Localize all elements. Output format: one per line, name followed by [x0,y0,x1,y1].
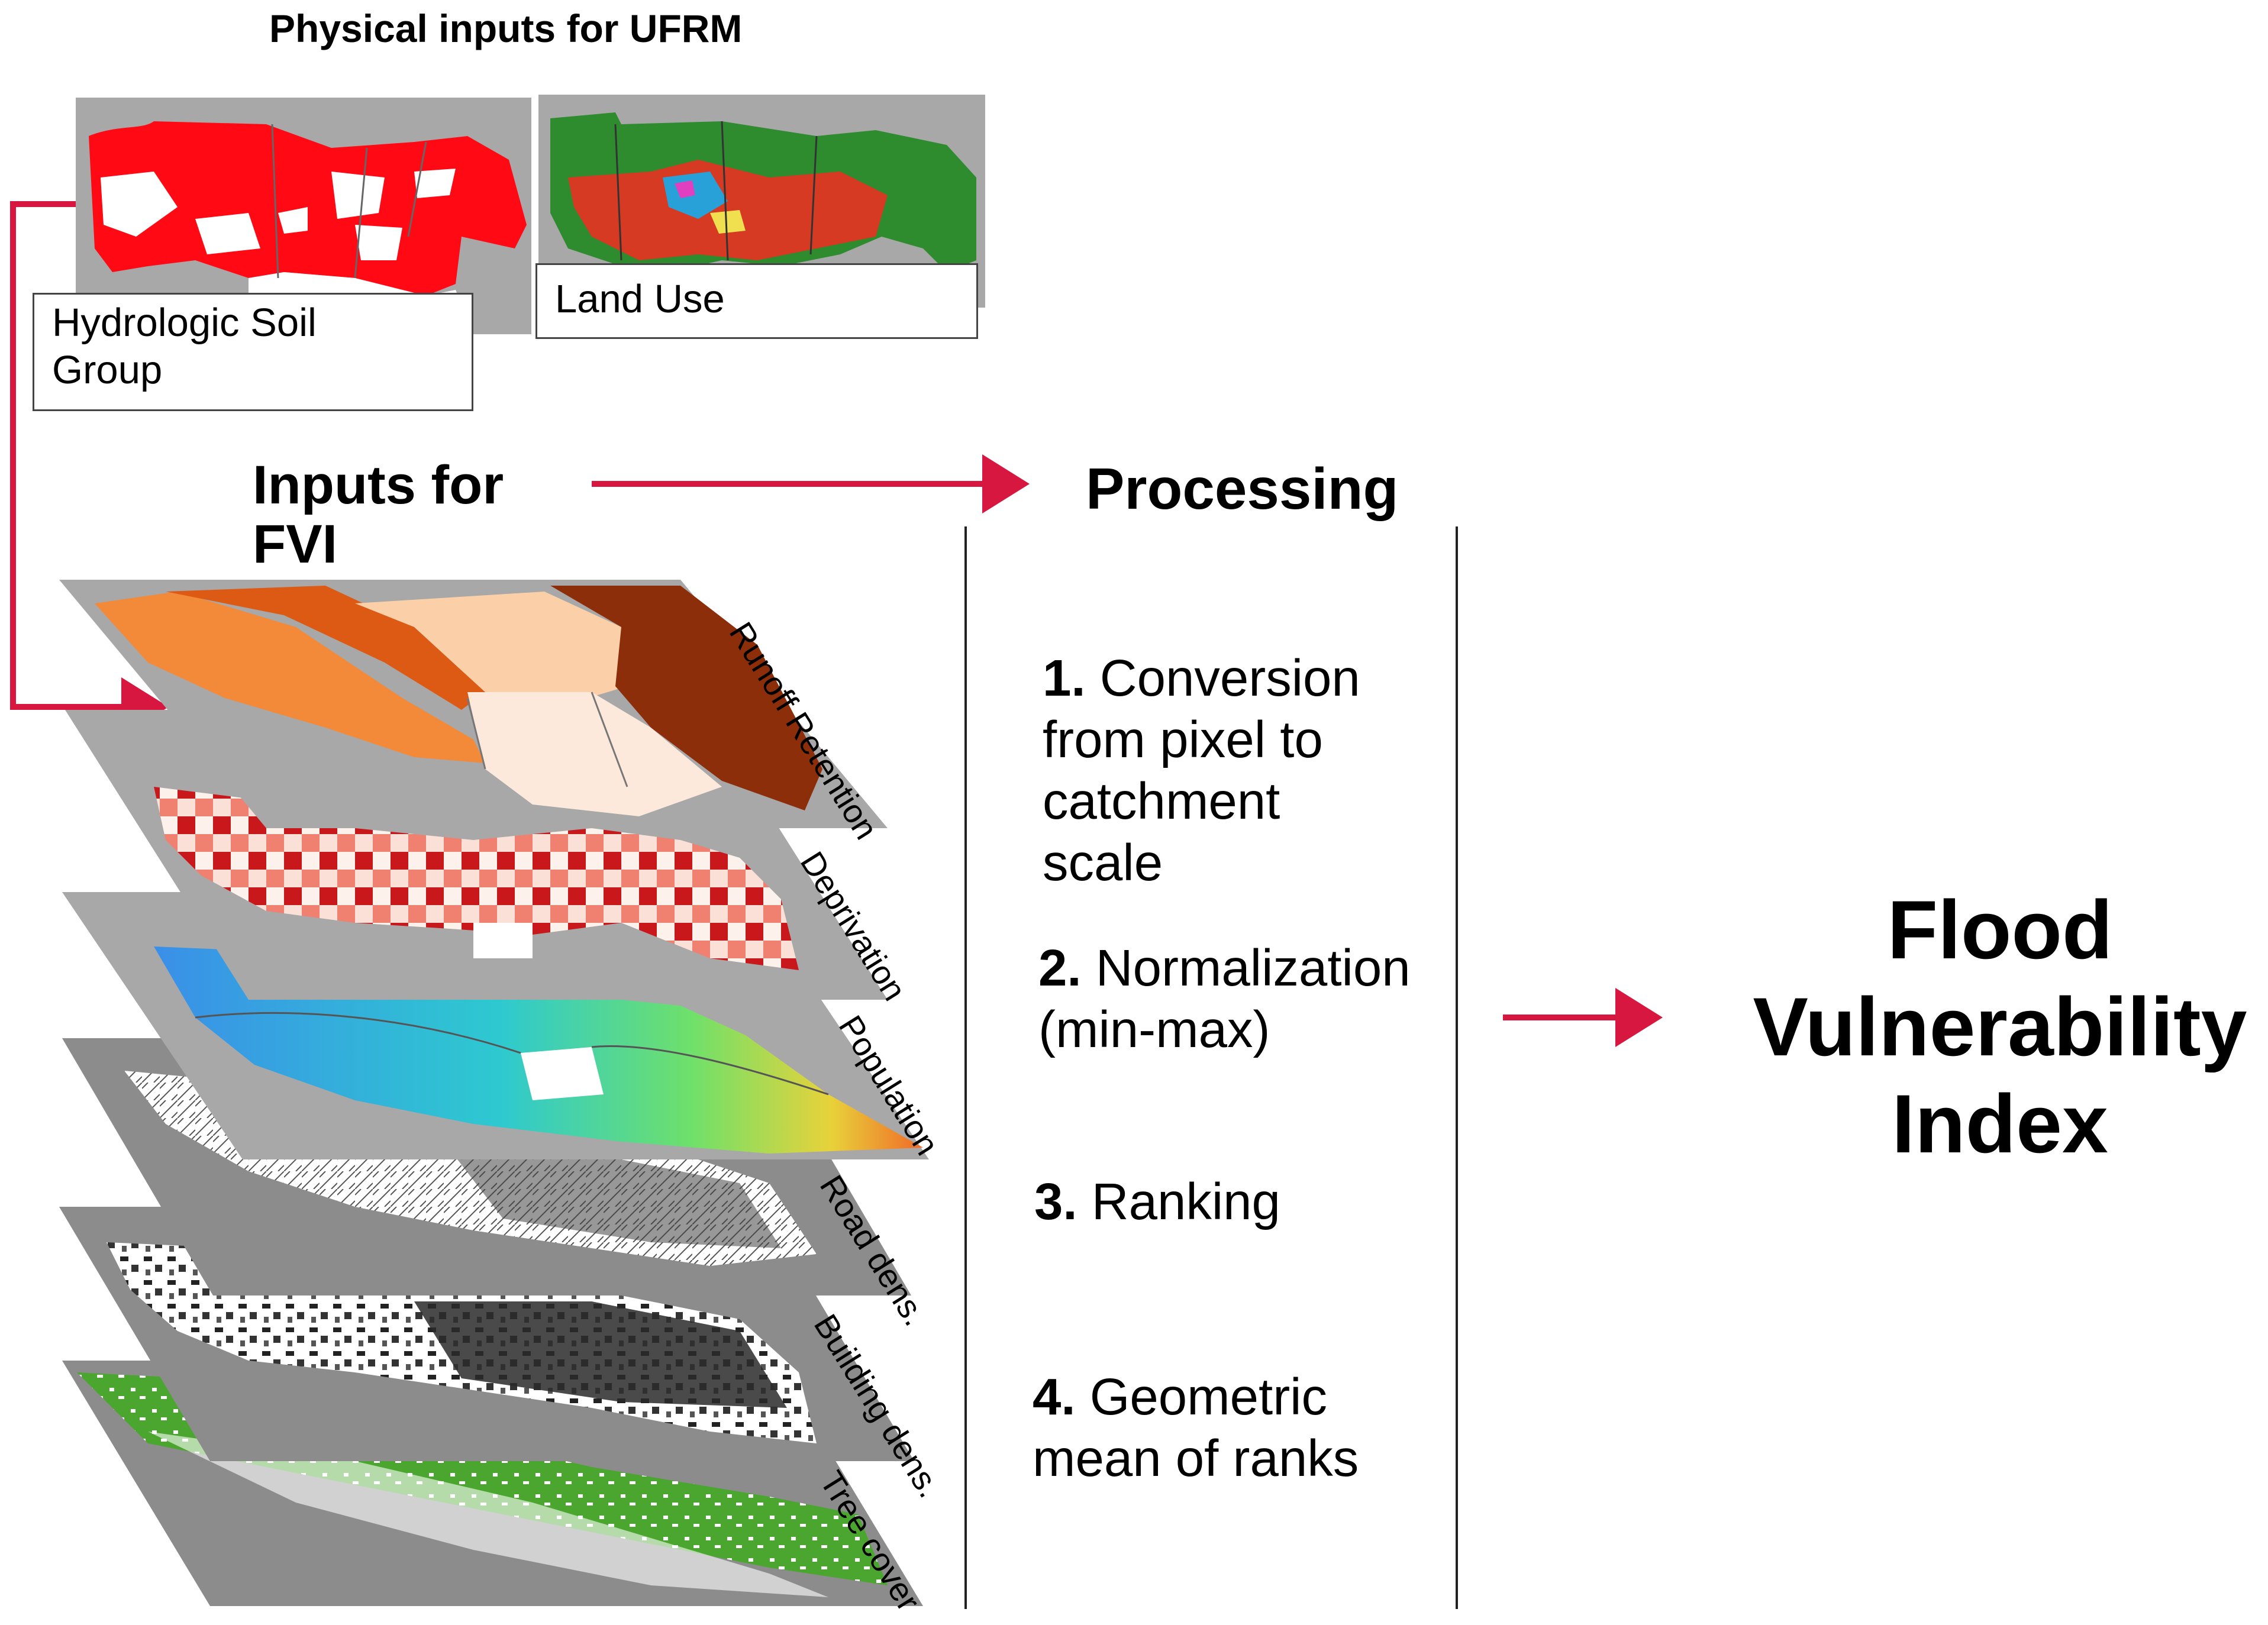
soil-map-label-line1: Hydrologic Soil [52,301,317,345]
inputs-title-line2: FVI [253,514,338,574]
step-1-line2: from pixel to [1043,711,1323,768]
step-1-line1: Conversion [1099,650,1360,707]
step-4-line2: mean of ranks [1033,1430,1359,1487]
step-4: 4. Geometric mean of ranks [1033,1366,1359,1490]
step-3-number: 3. [1034,1173,1077,1230]
soil-to-layers-arrow [10,201,169,736]
land-use-label: Land Use [555,277,725,321]
fvi-line3: Index [1892,1077,2108,1170]
flood-vulnerability-index: Flood Vulnerability Index [1704,881,2268,1172]
step-4-line1: Geometric [1089,1368,1328,1426]
step-2: 2. Normalization (min-max) [1038,938,1411,1061]
step-1-line4: scale [1043,834,1163,891]
fvi-line1: Flood [1887,883,2113,976]
step-3: 3. Ranking [1034,1171,1280,1233]
step-1-line3: catchment [1043,773,1280,830]
soil-map-label-line2: Group [52,348,163,392]
step-2-line1: Normalization [1095,939,1411,997]
fvi-line2: Vulnerability [1753,980,2247,1073]
step-2-number: 2. [1038,939,1082,997]
inputs-title-line1: Inputs for [253,455,504,515]
processing-title: Processing [1086,456,1399,521]
layer-runoff-retention [59,580,888,828]
step-3-line1: Ranking [1091,1173,1280,1230]
inputs-for-fvi-title: Inputs for FVI [253,455,504,574]
soil-map-label-box: Hydrologic Soil Group [33,293,473,411]
physical-inputs-title: Physical inputs for UFRM [269,7,743,50]
step-1-number: 1. [1043,650,1086,707]
step-4-number: 4. [1033,1368,1076,1426]
step-1: 1. Conversion from pixel to catchment sc… [1043,648,1360,894]
land-use-label-box: Land Use [535,263,978,339]
step-2-line2: (min-max) [1038,1001,1270,1058]
soil-map [76,98,531,334]
